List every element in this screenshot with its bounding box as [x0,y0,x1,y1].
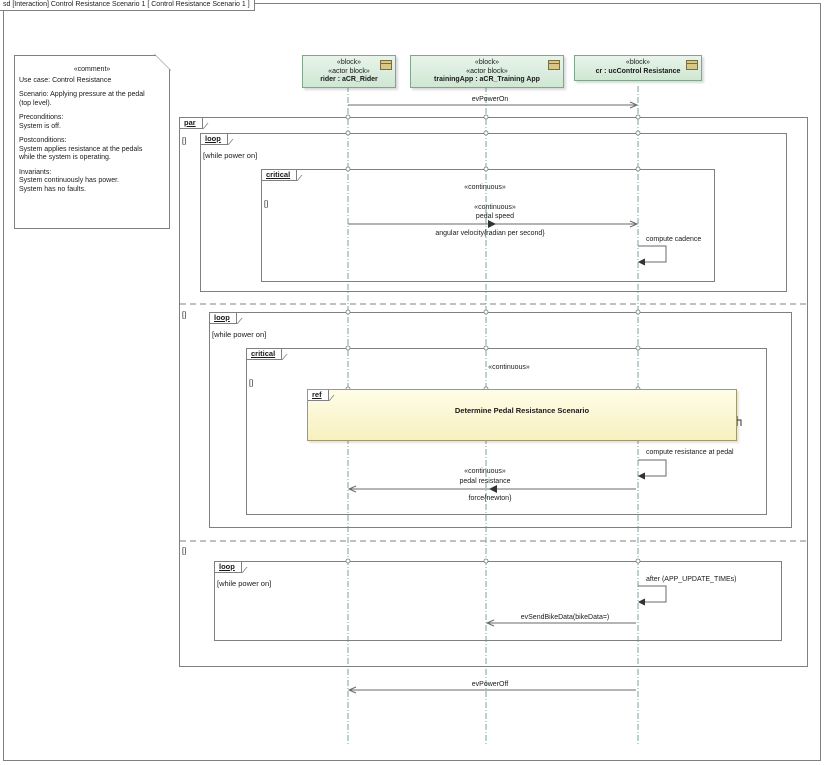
lifeline-rider-name: rider : aCR_Rider [320,76,378,83]
par-guard-1: [] [182,136,187,145]
msg-continuous-3: «continuous» [464,468,506,475]
lifeline-head-rider[interactable]: «block» «actor block» rider : aCR_Rider [302,55,396,88]
lifeline-rider-stereotype2: «actor block» [328,67,370,75]
critical2-frame [246,348,767,515]
ref-name: Determine Pedal Resistance Scenario [454,406,590,415]
lifeline-app-name: trainingApp : aCR_Training App [434,76,540,83]
msg-continuous-1b: «continuous» [474,204,516,211]
loop1-guard: [while power on] [203,151,258,160]
loop1-tab: loop [201,134,228,145]
lifeline-cr-stereotype: «block» [625,59,651,66]
block-icon [548,60,560,70]
lifeline-rider-stereotype: «block» [336,59,362,66]
loop2-frame [209,312,792,528]
lifeline-app-stereotype: «block» [474,59,500,66]
loop3-frame [214,561,782,641]
loop2-guard: [while power on] [212,330,267,339]
comment-stereotype: «comment» [73,66,111,73]
comment-postconditions: Postconditions: System applies resistanc… [19,137,143,161]
sd-frame-title: sd [Interaction] Control Resistance Scen… [0,0,255,11]
ref-tab: ref [308,390,329,401]
loop3-tab: loop [215,562,242,573]
comment-note: «comment» Use case: Control Resistance S… [14,55,170,229]
par-guard-3: [] [182,546,187,555]
critical2-tab: critical [247,349,283,360]
msg-compute-resistance: compute resistance at pedal [646,449,734,456]
block-icon [380,60,392,70]
par-guard-2: [] [182,310,187,319]
msg-after-update: after (APP_UPDATE_TIMEs) [646,576,737,583]
msg-continuous-1: «continuous» [464,184,506,191]
par-tab: par [180,118,203,129]
critical2-guard: [] [249,378,254,387]
msg-pedal-resistance: pedal resistance [459,478,511,485]
par-frame [179,117,808,667]
lifeline-cr-name: cr : ucControl Resistance [595,67,681,75]
critical1-guard: [] [264,199,269,208]
lifeline-head-cr[interactable]: «block» cr : ucControl Resistance [574,55,702,81]
lifeline-app-stereotype2: «actor block» [466,67,508,75]
comment-preconditions: Preconditions: System is off. [19,114,64,130]
pedal-speed-flow-marker [488,220,496,228]
gate-circles [345,114,641,564]
block-icon [686,60,698,70]
loop3-guard: [while power on] [217,579,272,588]
msg-ev-power-off: evPowerOff [471,681,509,688]
lifeline-head-training-app[interactable]: «block» «actor block» trainingApp : aCR_… [410,55,564,88]
msg-send-bike-data: evSendBikeData(bikeData=) [520,614,610,621]
comment-use-case: Use case: Control Resistance [19,76,112,84]
sd-frame [3,3,821,761]
msg-ev-power-on: evPowerOn [471,96,509,103]
loop1-frame [200,133,787,292]
message-arrows [347,101,667,694]
msg-angular-velocity: angular velocity{radian per second} [435,230,545,237]
comment-invariants: Invariants: System continuously has powe… [19,168,119,193]
ref-interaction-use[interactable]: ref Determine Pedal Resistance Scenario [307,389,737,441]
msg-force: force{newton} [468,495,512,502]
msg-continuous-2: «continuous» [488,364,530,371]
critical1-tab: critical [262,170,298,181]
msg-compute-cadence: compute cadence [646,236,702,243]
pedal-resistance-flow-marker [489,485,497,493]
comment-scenario: Scenario: Applying pressure at the pedal… [19,91,145,107]
loop2-tab: loop [210,313,237,324]
msg-pedal-speed: pedal speed [475,213,515,220]
